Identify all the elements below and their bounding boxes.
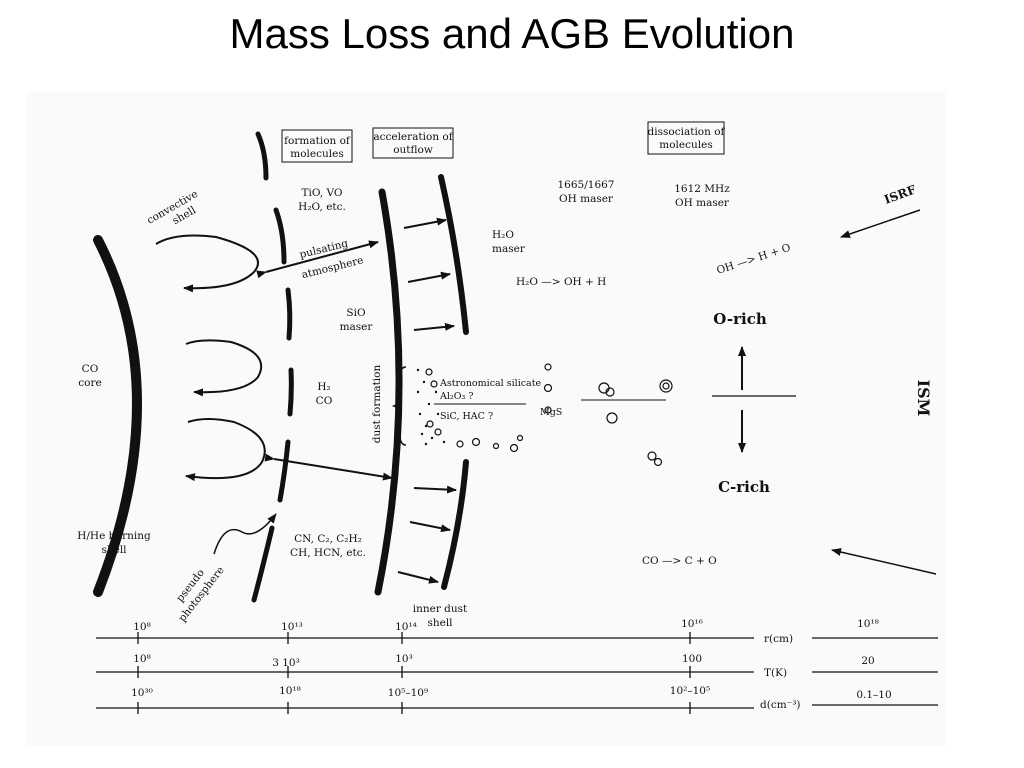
oh-1612-line1: 1612 MHz bbox=[674, 183, 730, 195]
hhe-shell-line1: H/He burning bbox=[77, 530, 151, 542]
oh-reaction: OH —> H + O bbox=[715, 242, 792, 277]
diagram-canvas: formation of molecules acceleration of o… bbox=[77, 121, 938, 714]
acceleration-box-line2: outflow bbox=[393, 144, 433, 156]
dissociation-box-line1: dissociation of bbox=[648, 126, 726, 138]
dust-formation-boundary bbox=[374, 188, 403, 596]
mgs-label: MgS bbox=[540, 407, 562, 418]
formation-box-line1: formation of bbox=[284, 135, 351, 147]
co-label: CO bbox=[316, 395, 333, 407]
tio-vo-label: TiO, VO bbox=[301, 187, 342, 199]
inner-dust-shell-line2: shell bbox=[427, 617, 453, 629]
scale-d: 10³⁰ 10¹⁸ 10⁵–10⁹ 10²–10⁵ d(cm⁻³) 0.1–10 bbox=[96, 685, 938, 714]
acceleration-boundary-bottom bbox=[441, 459, 469, 590]
scale-d-tick-2: 10¹⁸ bbox=[279, 685, 301, 697]
co-core-line2: core bbox=[78, 377, 101, 389]
slide-title: Mass Loss and AGB Evolution bbox=[229, 10, 795, 57]
agb-diagram: formation of molecules acceleration of o… bbox=[26, 92, 946, 746]
scale-d-tick-3: 10⁵–10⁹ bbox=[388, 687, 428, 699]
scale-r-name: r(cm) bbox=[764, 633, 793, 645]
scale-d-tick-4: 10²–10⁵ bbox=[670, 685, 710, 697]
sic-hac-label: SiC, HAC ? bbox=[440, 411, 493, 422]
cn-etc-label: CN, C₂, C₂H₂ bbox=[294, 533, 362, 545]
scale-t: 10⁸ 3 10³ 10³ 100 T(K) 20 bbox=[96, 653, 938, 679]
oh-1665-line2: OH maser bbox=[559, 193, 614, 205]
co-core-boundary bbox=[93, 235, 142, 597]
scale-r-tick-4: 10¹⁶ bbox=[681, 618, 703, 630]
scale-r-tick-2: 10¹³ bbox=[281, 621, 303, 633]
scale-t-tick-3: 10³ bbox=[395, 653, 413, 665]
sio-maser-line1: SiO bbox=[346, 307, 366, 319]
pulsating-arrow bbox=[256, 240, 379, 279]
co-reaction: CO —> C + O bbox=[642, 555, 717, 567]
isrf-arrow-top bbox=[840, 209, 921, 238]
co-core-line1: CO bbox=[82, 363, 99, 375]
formation-box-line2: molecules bbox=[290, 148, 343, 160]
convective-loop-bottom bbox=[185, 418, 266, 482]
oh-1612-line2: OH maser bbox=[675, 197, 730, 209]
dust-grains bbox=[416, 368, 446, 446]
dissociation-box bbox=[647, 121, 725, 155]
scale-d-name: d(cm⁻³) bbox=[760, 699, 801, 711]
convective-loop-middle bbox=[185, 339, 263, 397]
al2o3-label: Al₂O₃ ? bbox=[439, 391, 473, 402]
c-rich-label: C-rich bbox=[718, 478, 770, 496]
isrf-label-top: ISRF bbox=[882, 182, 918, 207]
scale-t-far: 20 bbox=[861, 655, 874, 667]
astro-silicate-label: Astronomical silicate bbox=[439, 378, 542, 389]
h2o-reaction: H₂O —> OH + H bbox=[516, 276, 606, 288]
scale-d-tick-1: 10³⁰ bbox=[131, 687, 153, 699]
scale-t-name: T(K) bbox=[764, 667, 787, 679]
hhe-shell-line2: shell bbox=[101, 544, 127, 556]
dissociation-box-line2: molecules bbox=[659, 139, 712, 151]
ch-hcn-label: CH, HCN, etc. bbox=[290, 547, 366, 559]
h2o-maser-line2: maser bbox=[492, 243, 526, 255]
photosphere-pointer bbox=[213, 513, 277, 555]
scale-t-tick-1: 10⁸ bbox=[133, 653, 151, 665]
acceleration-box-line1: acceleration of bbox=[373, 131, 453, 143]
h2o-etc-label: H₂O, etc. bbox=[298, 201, 346, 213]
scale-t-tick-4: 100 bbox=[682, 653, 702, 665]
scale-r-tick-1: 10⁸ bbox=[133, 621, 151, 633]
scale-d-far: 0.1–10 bbox=[856, 689, 891, 701]
dust-formation-brace bbox=[391, 366, 407, 446]
dust-formation-label: dust formation bbox=[371, 365, 383, 444]
acceleration-boundary-top bbox=[438, 174, 469, 335]
convective-loop-top bbox=[155, 234, 259, 293]
scale-r-far: 10¹⁸ bbox=[857, 618, 879, 630]
h2o-maser-line1: H₂O bbox=[492, 229, 514, 241]
formation-box bbox=[281, 129, 353, 163]
h2-label: H₂ bbox=[317, 381, 330, 393]
outflow-arrows bbox=[397, 217, 457, 584]
dust-clumps bbox=[425, 363, 673, 467]
ism-label: ISM bbox=[914, 380, 933, 417]
scale-r-tick-3: 10¹⁴ bbox=[395, 621, 417, 633]
pulsating-label: pulsating bbox=[298, 237, 349, 261]
inner-dust-shell-line1: inner dust bbox=[413, 603, 468, 615]
scale-r: 10⁸ 10¹³ 10¹⁴ 10¹⁶ r(cm) 10¹⁸ bbox=[96, 618, 938, 645]
scale-t-tick-2: 3 10³ bbox=[272, 657, 300, 669]
acceleration-box bbox=[372, 127, 454, 159]
sio-maser-line2: maser bbox=[340, 321, 374, 333]
oh-1665-line1: 1665/1667 bbox=[558, 179, 615, 191]
o-rich-label: O-rich bbox=[713, 310, 767, 328]
mixing-arrow bbox=[264, 453, 393, 481]
isrf-arrow-bottom bbox=[831, 548, 937, 575]
